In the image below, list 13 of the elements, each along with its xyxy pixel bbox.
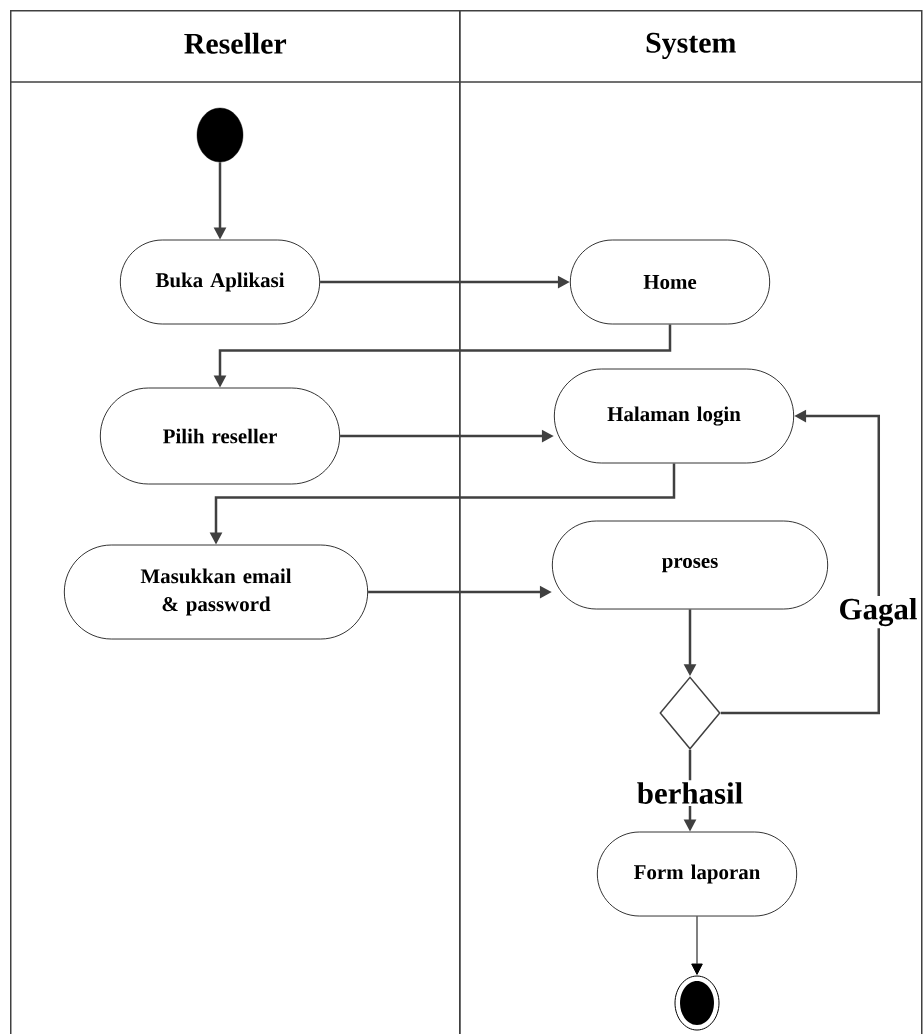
arrow: [691, 915, 703, 975]
final-node: [674, 975, 720, 1031]
activity-box: Home: [569, 239, 771, 325]
activity-box: Form laporan: [596, 831, 798, 917]
activity-box: Buka Aplikasi: [119, 239, 321, 325]
edge-label: Gagal: [840, 597, 917, 627]
activity-box: Halaman login: [553, 368, 795, 464]
activity-box: proses: [551, 520, 829, 610]
edge-label: berhasil: [637, 782, 743, 804]
activity-box: Pilih reseller: [99, 387, 341, 485]
activity-box: Masukkan email & password: [63, 544, 369, 640]
decision-diamond: [659, 676, 721, 750]
start-node: [196, 107, 244, 163]
